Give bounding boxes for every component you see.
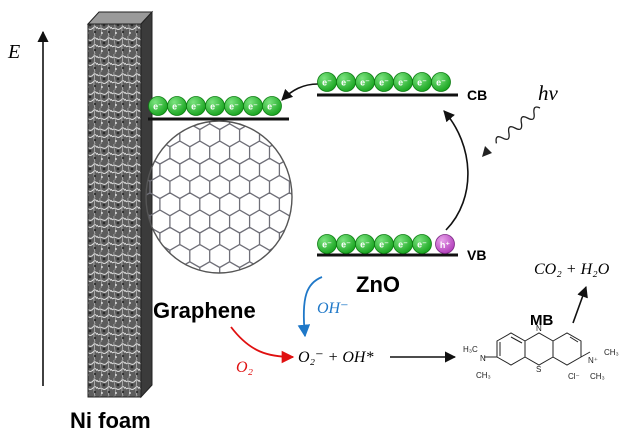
- graphene-label: Graphene: [153, 298, 256, 323]
- mb-group-right-bottom: CH₃: [590, 372, 605, 381]
- graphene-electron-label: e⁻: [172, 102, 182, 112]
- vb-electron-label: e⁻: [360, 240, 370, 250]
- ni-foam-column: [86, 10, 154, 399]
- methylene-blue-structure: [484, 332, 591, 366]
- zno-label: ZnO: [356, 272, 400, 297]
- cb-electron-label: e⁻: [398, 78, 408, 88]
- vb-electron-label: e⁻: [379, 240, 389, 250]
- oh-arrow: [297, 276, 323, 338]
- graphene-electron-label: e⁻: [191, 102, 201, 112]
- products-label: CO₂ + H₂O: [534, 261, 610, 278]
- mb-counter-ion: Cl⁻: [568, 372, 580, 381]
- excitation-arrow: [443, 110, 469, 231]
- light-label: hν: [538, 81, 559, 105]
- graphene-electron: [262, 96, 282, 116]
- vb-electron-label: e⁻: [322, 240, 332, 250]
- vb-electron-label: e⁻: [417, 240, 427, 250]
- graphene-electron-label: e⁻: [210, 102, 220, 112]
- energy-axis: E: [7, 30, 49, 386]
- mb-group-left-bottom: CH₃: [476, 371, 491, 380]
- cb-electron-label: e⁻: [322, 78, 332, 88]
- mb-ring-s: S: [536, 365, 541, 374]
- electron-transfer-arrow: [281, 83, 319, 101]
- mb-group-right-n: N⁺: [588, 356, 598, 365]
- hole-particle: h⁺: [435, 234, 455, 254]
- vb-electron-label: e⁻: [341, 240, 351, 250]
- light-photon: [482, 106, 541, 157]
- ni-foam-label: Ni foam: [70, 408, 151, 433]
- vb-electron-label: e⁻: [398, 240, 408, 250]
- cb-electron-label: e⁻: [436, 78, 446, 88]
- hole-label: h⁺: [440, 240, 450, 250]
- cb-electrons: e⁻ e⁻ e⁻ e⁻ e⁻ e⁻ e⁻: [317, 72, 451, 92]
- graphene-electron-label: e⁻: [229, 102, 239, 112]
- cb-label: CB: [467, 87, 487, 103]
- radicals-label: O₂⁻ + OH*: [298, 349, 373, 366]
- mb-to-products-arrow: [572, 285, 588, 324]
- graphene-electrons: e⁻ e⁻ e⁻ e⁻ e⁻ e⁻ e⁻: [148, 96, 282, 116]
- oh-minus-label: OH⁻: [317, 300, 349, 317]
- graphene-electron-label: e⁻: [267, 102, 277, 112]
- o2-arrow: [230, 326, 295, 364]
- vb-label: VB: [467, 247, 486, 263]
- cb-electron-label: e⁻: [379, 78, 389, 88]
- vb-electrons: e⁻ e⁻ e⁻ e⁻ e⁻ e⁻: [317, 234, 432, 254]
- graphene-electron-label: e⁻: [248, 102, 258, 112]
- cb-electron-label: e⁻: [417, 78, 427, 88]
- o2-label: O₂: [236, 359, 254, 376]
- mb-ring-n: N: [536, 324, 542, 333]
- mb-label: MB: [530, 312, 553, 329]
- energy-axis-label: E: [7, 41, 20, 63]
- cb-electron: [431, 72, 451, 92]
- mb-group-left-n: N: [480, 354, 486, 363]
- cb-electron-label: e⁻: [341, 78, 351, 88]
- vb-electron: [412, 234, 432, 254]
- graphene-electron-label: e⁻: [153, 102, 163, 112]
- mb-group-left-top: H₃C: [463, 345, 478, 354]
- cb-electron-label: e⁻: [360, 78, 370, 88]
- mb-group-right-top: CH₃: [604, 348, 619, 357]
